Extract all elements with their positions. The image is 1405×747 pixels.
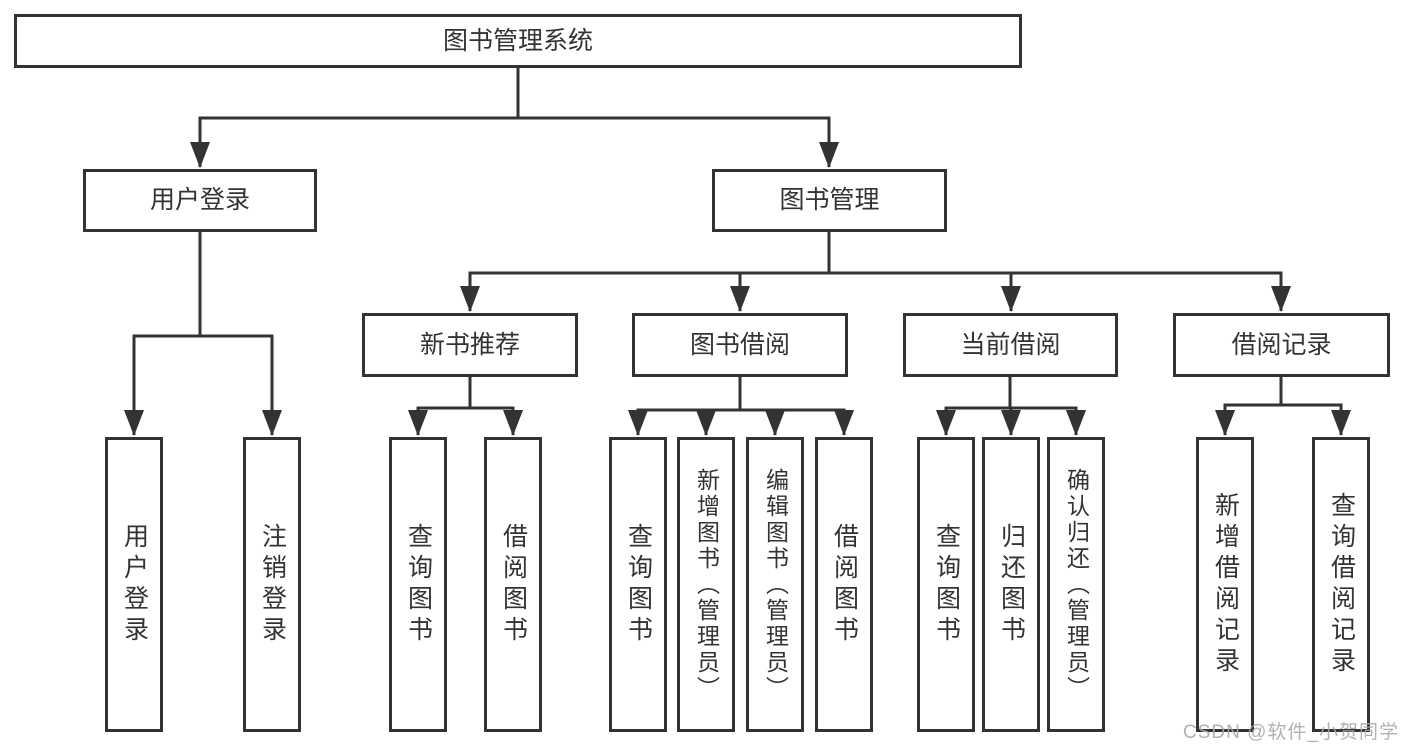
leaf-add-books-admin: 新增图书（管理员） (677, 437, 735, 732)
leaf-query-borrow-record-label: 查询借阅记录 (1327, 491, 1356, 678)
leaf-add-borrow-record-label: 新增借阅记录 (1211, 491, 1240, 678)
connector-borrow-record-split (1215, 377, 1351, 436)
leaf-borrowing-borrow-books: 借阅图书 (815, 437, 873, 732)
leaf-borrowing-query-books-label: 查询图书 (624, 522, 653, 647)
leaf-add-borrow-record: 新增借阅记录 (1196, 437, 1254, 732)
node-borrow-records: 借阅记录 (1173, 313, 1390, 377)
leaf-current-query-books: 查询图书 (917, 437, 975, 732)
node-user-login: 用户登录 (83, 169, 317, 232)
node-book-borrowing: 图书借阅 (632, 313, 848, 377)
leaf-logout: 注销登录 (243, 437, 301, 732)
leaf-return-books-label: 归还图书 (997, 522, 1026, 647)
leaf-newrec-borrow-books: 借阅图书 (484, 437, 542, 732)
node-root-system: 图书管理系统 (14, 14, 1022, 68)
leaf-borrowing-query-books: 查询图书 (609, 437, 667, 732)
leaf-user-login: 用户登录 (105, 437, 163, 732)
leaf-logout-label: 注销登录 (258, 522, 287, 647)
connector-new-book-rec-split (408, 377, 523, 436)
leaf-borrowing-borrow-books-label: 借阅图书 (830, 522, 859, 647)
node-book-management: 图书管理 (712, 169, 947, 232)
leaf-confirm-return-admin-label: 确认归还（管理员） (1063, 467, 1090, 702)
leaf-confirm-return-admin: 确认归还（管理员） (1047, 437, 1105, 732)
leaf-add-books-admin-label: 新增图书（管理员） (693, 467, 720, 702)
leaf-user-login-label: 用户登录 (120, 522, 149, 647)
connector-book-mgmt-split (460, 232, 1291, 312)
node-new-book-recommend: 新书推荐 (362, 313, 578, 377)
node-current-borrowing: 当前借阅 (903, 313, 1118, 377)
leaf-current-query-books-label: 查询图书 (932, 522, 961, 647)
leaf-edit-books-admin: 编辑图书（管理员） (746, 437, 804, 732)
leaf-newrec-query-books-label: 查询图书 (404, 522, 433, 647)
leaf-return-books: 归还图书 (982, 437, 1040, 732)
csdn-watermark: CSDN @软件_小贺同学 (1183, 722, 1399, 743)
connector-user-login-split (124, 232, 282, 436)
connector-root-split (190, 68, 839, 168)
leaf-query-borrow-record: 查询借阅记录 (1312, 437, 1370, 732)
connector-book-borrow-split (628, 377, 854, 436)
connector-current-borrow-split (936, 377, 1086, 436)
leaf-newrec-borrow-books-label: 借阅图书 (499, 522, 528, 647)
leaf-edit-books-admin-label: 编辑图书（管理员） (762, 467, 789, 702)
leaf-newrec-query-books: 查询图书 (389, 437, 447, 732)
